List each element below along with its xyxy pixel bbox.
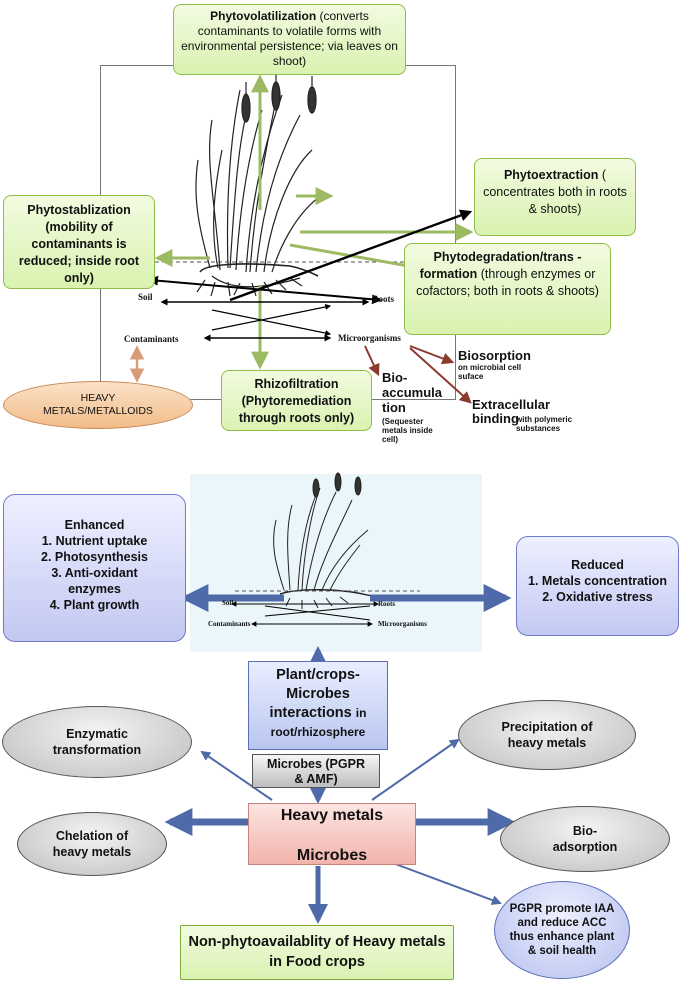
heavy-metals-oval: HEAVY METALS/METALLOIDS xyxy=(3,381,193,429)
microbes-label-bottom: Microbes xyxy=(296,847,368,864)
enzymatic-transformation-label: Enzymatic transformation xyxy=(52,727,142,757)
reduced-item-1: 1. Metals concentration xyxy=(528,574,667,588)
bioaccumulation-text: (Sequester metals inside cell) xyxy=(382,417,433,444)
rhizofiltration-box: Rhizofiltration (Phytoremediation throug… xyxy=(221,370,372,431)
roots-label-top: Roots xyxy=(372,294,394,304)
contaminants-label-top: Contaminants xyxy=(124,334,179,344)
non-phytoavailability-label: Non-phytoavailablity of Heavy metals in … xyxy=(188,934,446,970)
chelation-label: Chelation of heavy metals xyxy=(52,829,132,859)
reduced-title: Reduced xyxy=(571,558,624,572)
precipitation-label: Precipitation of heavy metals xyxy=(501,720,593,750)
contaminants-label-middle: Contaminants xyxy=(208,620,251,628)
interactions-box: Plant/crops-Microbes interactions in roo… xyxy=(248,661,388,750)
microbes-pgpr-box: Microbes (PGPR & AMF) xyxy=(252,754,380,788)
bioaccumulation-label: Bio-accumula tion (Sequester metals insi… xyxy=(382,370,454,444)
interactions-title: Plant/crops-Microbes interactions xyxy=(269,667,360,721)
phytostabilization-box: Phytostablization (mobility of contamina… xyxy=(3,195,155,289)
enhanced-title: Enhanced xyxy=(64,518,125,532)
phytodegradation-box: Phytodegradation/trans -formation (throu… xyxy=(404,243,611,335)
heavy-metals-label: HEAVY METALS/METALLOIDS xyxy=(43,392,153,417)
biosorption-text: on microbial cell suface xyxy=(458,363,522,381)
microorganisms-label-middle: Microorganisms xyxy=(378,620,427,628)
roots-label-middle: Roots xyxy=(378,600,396,608)
rhizofiltration-text: (Phytoremediation through roots only) xyxy=(238,394,355,425)
extracellular-label: Extracellular binding with polymeric sub… xyxy=(472,397,612,434)
phytovolatilization-title: Phytovolatilization xyxy=(210,9,317,23)
biosorption-title: Biosorption xyxy=(458,348,531,363)
phytovolatilization-text: (converts contaminants to volatile forms… xyxy=(181,9,398,68)
bioadsorption-oval: Bio-adsorption xyxy=(500,806,670,872)
extracellular-text: with polymeric substances xyxy=(516,415,573,433)
rhizofiltration-title: Rhizofiltration xyxy=(254,377,339,391)
phytovolatilization-box: Phytovolatilization (converts contaminan… xyxy=(173,4,406,75)
enhanced-item-2: 2. Photosynthesis xyxy=(41,550,148,564)
reduced-box: Reduced 1. Metals concentration 2. Oxida… xyxy=(516,536,679,636)
reduced-item-2: 2. Oxidative stress xyxy=(542,590,653,604)
biosorption-label: Biosorption on microbial cell suface xyxy=(458,348,568,381)
pgpr-label: PGPR promote IAA and reduce ACC thus enh… xyxy=(509,903,615,957)
heavy-metals-label-bottom: Heavy metals xyxy=(280,807,384,824)
plant-illustration-middle xyxy=(273,472,373,609)
phytostabilization-text: (mobility of contaminants is reduced; in… xyxy=(18,220,140,285)
heavy-metals-microbes-box: Heavy metals Microbes xyxy=(248,803,416,865)
plant-illustration-top xyxy=(195,70,323,297)
enzymatic-transformation-oval: Enzymatic transformation xyxy=(2,706,192,778)
bioadsorption-label: Bio-adsorption xyxy=(552,824,618,854)
soil-label-top: Soil xyxy=(138,292,153,302)
pgpr-oval: PGPR promote IAA and reduce ACC thus enh… xyxy=(494,881,630,979)
extracellular-title: Extracellular binding xyxy=(472,397,551,426)
chelation-oval: Chelation of heavy metals xyxy=(17,812,167,876)
enhanced-item-1: 1. Nutrient uptake xyxy=(41,534,148,548)
enhanced-item-3: 3. Anti-oxidant enzymes xyxy=(51,566,138,596)
interactions-suffix: in root/rhizosphere xyxy=(270,706,367,739)
microbes-pgpr-label: Microbes (PGPR & AMF) xyxy=(267,757,365,786)
precipitation-oval: Precipitation of heavy metals xyxy=(458,700,636,770)
enhanced-item-4: 4. Plant growth xyxy=(49,598,140,612)
phytostabilization-title: Phytostablization xyxy=(27,203,131,217)
phytoextraction-box: Phytoextraction ( concentrates both in r… xyxy=(474,158,636,236)
phytodegradation-text: (through enzymes or cofactors; both in r… xyxy=(416,267,599,298)
phytoextraction-title: Phytoextraction xyxy=(503,168,599,182)
soil-label-middle: Soil xyxy=(222,599,234,607)
microorganisms-label-top: Microorganisms xyxy=(338,333,401,343)
bioaccumulation-title: Bio-accumula tion xyxy=(382,370,442,415)
enhanced-box: Enhanced 1. Nutrient uptake 2. Photosynt… xyxy=(3,494,186,642)
non-phytoavailability-box: Non-phytoavailablity of Heavy metals in … xyxy=(180,925,454,980)
phytoextraction-text: ( concentrates both in roots & shoots) xyxy=(483,168,627,216)
phytodegradation-title: Phytodegradation/trans -formation xyxy=(419,250,582,281)
